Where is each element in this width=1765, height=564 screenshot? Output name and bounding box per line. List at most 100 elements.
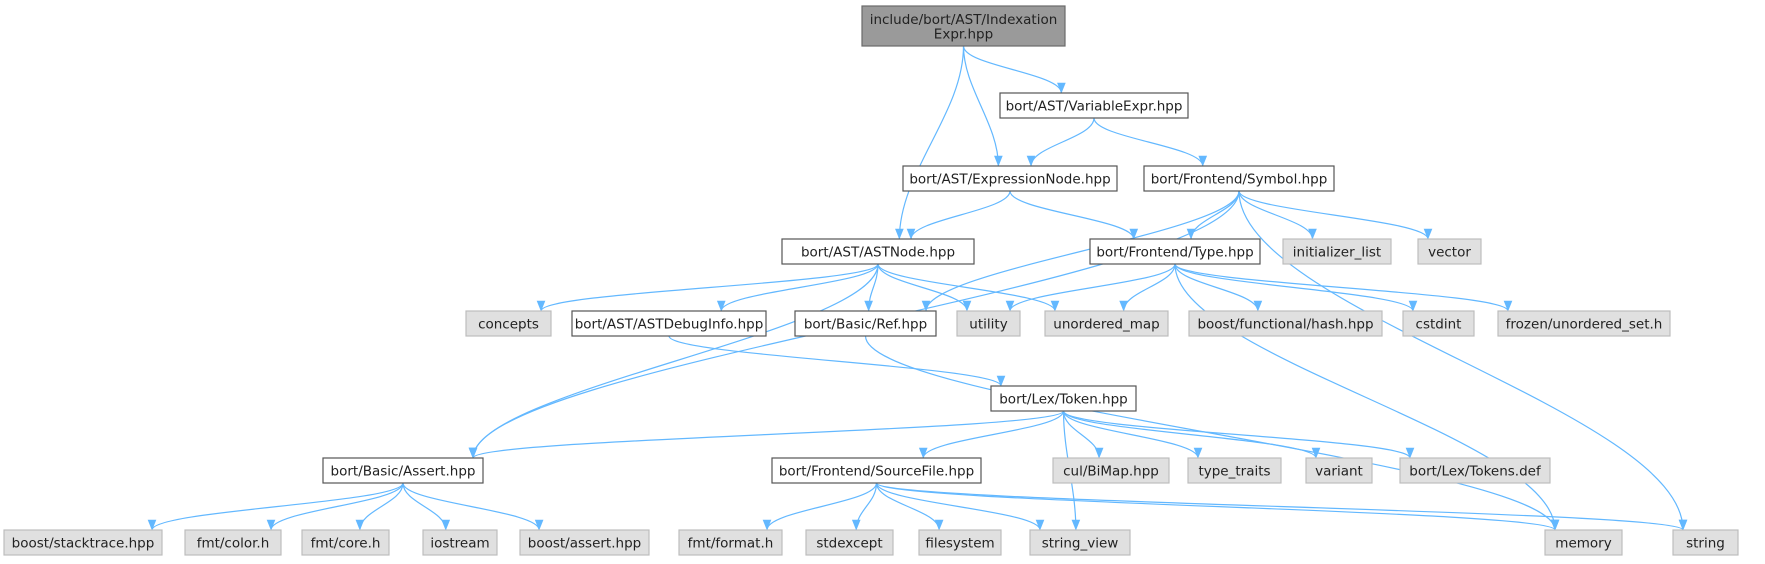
- edge-token-to-variant: [1062, 410, 1321, 459]
- edge-astnode-to-ref: [864, 263, 879, 312]
- node-fmtformat[interactable]: fmt/format.h: [678, 529, 783, 556]
- node-cstdint[interactable]: cstdint: [1402, 310, 1475, 337]
- node-label: bort/Basic/Assert.hpp: [331, 464, 476, 480]
- node-utility[interactable]: utility: [956, 310, 1021, 337]
- edge-symbol-to-vector: [1238, 190, 1433, 240]
- node-fmtcore[interactable]: fmt/core.h: [301, 529, 390, 556]
- edge-variableexpr-to-expressionnode: [1026, 117, 1095, 167]
- node-ref[interactable]: bort/Basic/Ref.hpp: [794, 310, 937, 337]
- node-fmtcolor[interactable]: fmt/color.h: [184, 529, 282, 556]
- node-label: boost/functional/hash.hpp: [1197, 317, 1373, 333]
- node-label: initializer_list: [1293, 245, 1381, 261]
- node-label: type_traits: [1198, 464, 1270, 480]
- edge-symbol-to-string: [1238, 190, 1688, 531]
- node-label: bort/Lex/Token.hpp: [999, 392, 1128, 408]
- node-box: [1089, 238, 1261, 265]
- node-box: [902, 165, 1118, 192]
- node-label: fmt/color.h: [197, 536, 270, 552]
- edge-astnode-to-astdebuginfo: [717, 263, 879, 312]
- node-stdexcept[interactable]: stdexcept: [805, 529, 894, 556]
- edge-expressionnode-to-astnode: [906, 190, 1011, 240]
- node-label: concepts: [478, 317, 539, 333]
- node-label: Expr.hpp: [934, 26, 993, 42]
- edge-type-to-unordered_map: [1119, 263, 1176, 312]
- node-type_traits[interactable]: type_traits: [1187, 457, 1282, 484]
- node-concepts[interactable]: concepts: [465, 310, 552, 337]
- node-box: [771, 457, 982, 484]
- edge-symbol-to-ref: [921, 190, 1240, 312]
- node-box: [1417, 238, 1482, 265]
- node-astdebuginfo[interactable]: bort/AST/ASTDebugInfo.hpp: [571, 310, 767, 337]
- node-box: [1029, 529, 1131, 556]
- node-type[interactable]: bort/Frontend/Type.hpp: [1089, 238, 1261, 265]
- node-label: bort/Frontend/Type.hpp: [1096, 245, 1253, 261]
- node-box: [794, 310, 937, 337]
- edge-assert-to-boostassert: [402, 482, 544, 531]
- node-boostassert[interactable]: boost/assert.hpp: [519, 529, 650, 556]
- node-label: boost/assert.hpp: [528, 536, 641, 552]
- node-box: [322, 457, 484, 484]
- node-initializer_list[interactable]: initializer_list: [1282, 238, 1392, 265]
- node-box: [1282, 238, 1392, 265]
- node-box: [1143, 165, 1335, 192]
- edge-token-to-sourcefile: [919, 410, 1065, 459]
- edge-astnode-to-concepts: [536, 263, 879, 312]
- edge-assert-to-fmtcolor: [266, 482, 404, 531]
- node-box: [3, 529, 163, 556]
- node-label: bort/AST/ASTNode.hpp: [801, 245, 955, 261]
- node-box: [465, 310, 552, 337]
- node-bimap[interactable]: cul/BiMap.hpp: [1052, 457, 1170, 484]
- edges-layer: [147, 45, 1688, 531]
- node-box: [184, 529, 282, 556]
- edge-type-to-frozen: [1174, 263, 1513, 312]
- node-label: bort/Frontend/Symbol.hpp: [1151, 172, 1328, 188]
- node-symbol[interactable]: bort/Frontend/Symbol.hpp: [1143, 165, 1335, 192]
- node-token[interactable]: bort/Lex/Token.hpp: [990, 385, 1137, 412]
- node-label: variant: [1315, 464, 1363, 480]
- node-memory[interactable]: memory: [1544, 529, 1623, 556]
- edge-symbol-to-initializer_list: [1238, 190, 1317, 240]
- edge-astnode-to-assert: [468, 263, 879, 459]
- node-stacktrace[interactable]: boost/stacktrace.hpp: [3, 529, 163, 556]
- node-unordered_map[interactable]: unordered_map: [1044, 310, 1169, 337]
- node-label: stdexcept: [816, 536, 882, 552]
- node-string_view[interactable]: string_view: [1029, 529, 1131, 556]
- node-box: [1672, 529, 1739, 556]
- node-boosthash[interactable]: boost/functional/hash.hpp: [1188, 310, 1383, 337]
- node-box: [805, 529, 894, 556]
- edge-token-to-tokensdef: [1062, 410, 1415, 459]
- node-variableexpr[interactable]: bort/AST/VariableExpr.hpp: [999, 92, 1189, 119]
- edge-assert-to-fmtcore: [355, 482, 404, 531]
- node-box: [571, 310, 767, 337]
- node-label: bort/AST/VariableExpr.hpp: [1006, 99, 1183, 115]
- node-box: [1305, 457, 1373, 484]
- node-label: unordered_map: [1053, 317, 1159, 333]
- node-expressionnode[interactable]: bort/AST/ExpressionNode.hpp: [902, 165, 1118, 192]
- edge-sourcefile-to-stdexcept: [851, 482, 878, 531]
- node-label: frozen/unordered_set.h: [1506, 317, 1663, 333]
- node-box: [781, 238, 975, 265]
- node-box: [301, 529, 390, 556]
- node-tokensdef[interactable]: bort/Lex/Tokens.def: [1399, 457, 1551, 484]
- node-frozen[interactable]: frozen/unordered_set.h: [1497, 310, 1671, 337]
- node-box: [990, 385, 1137, 412]
- node-vector[interactable]: vector: [1417, 238, 1482, 265]
- edge-sourcefile-to-fmtformat: [762, 482, 878, 531]
- node-iostream[interactable]: iostream: [422, 529, 498, 556]
- node-assert[interactable]: bort/Basic/Assert.hpp: [322, 457, 484, 484]
- node-box: [519, 529, 650, 556]
- node-box: [861, 5, 1066, 47]
- node-variant[interactable]: variant: [1305, 457, 1373, 484]
- node-sourcefile[interactable]: bort/Frontend/SourceFile.hpp: [771, 457, 982, 484]
- node-label: string: [1686, 536, 1725, 552]
- node-label: bort/Lex/Tokens.def: [1409, 464, 1542, 480]
- node-string[interactable]: string: [1672, 529, 1739, 556]
- node-label: string_view: [1042, 536, 1119, 552]
- node-box: [1497, 310, 1671, 337]
- node-box: [1188, 310, 1383, 337]
- edge-assert-to-iostream: [402, 482, 451, 531]
- node-astnode[interactable]: bort/AST/ASTNode.hpp: [781, 238, 975, 265]
- node-filesystem[interactable]: filesystem: [918, 529, 1002, 556]
